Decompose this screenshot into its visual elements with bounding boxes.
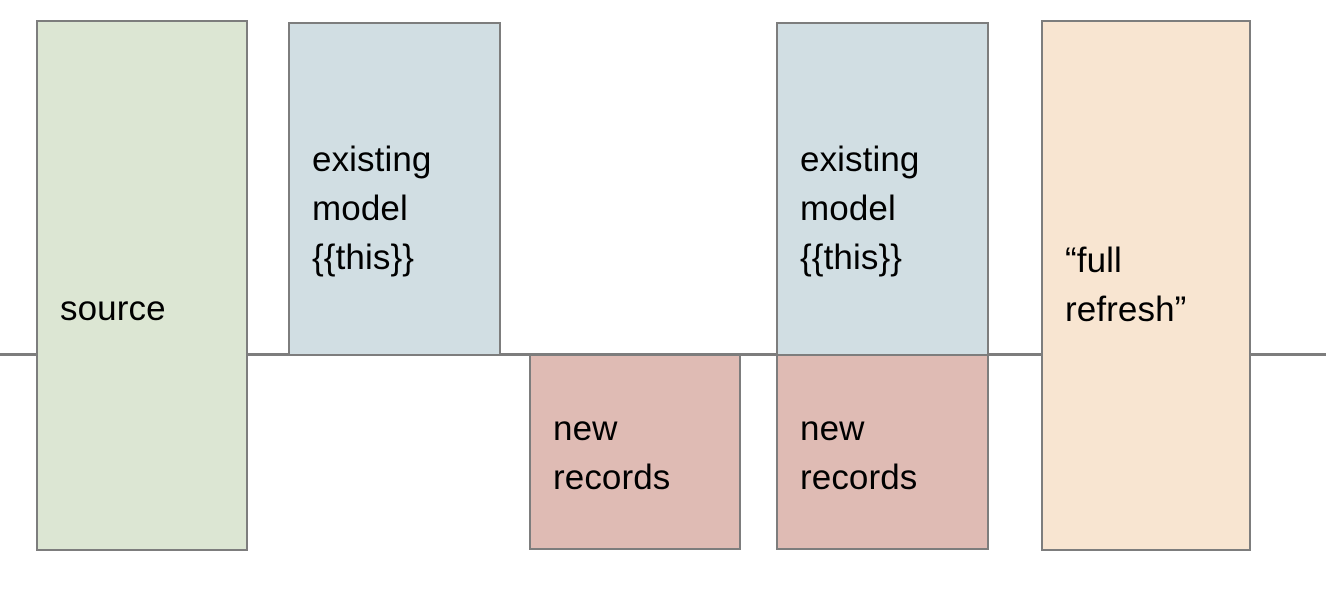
block-full-refresh-label: “full refresh” xyxy=(1065,241,1187,329)
block-existing-model-2[interactable]: existing model {{this}} xyxy=(776,22,989,356)
block-new-records-2-label: new records xyxy=(800,409,918,497)
block-new-records-1-label: new records xyxy=(553,409,671,497)
block-new-records-2[interactable]: new records xyxy=(776,354,989,550)
block-existing-model-1-label: existing model {{this}} xyxy=(312,140,432,277)
block-existing-model-2-label: existing model {{this}} xyxy=(800,140,920,277)
block-source-label: source xyxy=(60,289,166,328)
block-existing-model-1[interactable]: existing model {{this}} xyxy=(288,22,501,356)
block-new-records-1[interactable]: new records xyxy=(529,354,741,550)
block-full-refresh[interactable]: “full refresh” xyxy=(1041,20,1251,551)
block-source[interactable]: source xyxy=(36,20,248,551)
